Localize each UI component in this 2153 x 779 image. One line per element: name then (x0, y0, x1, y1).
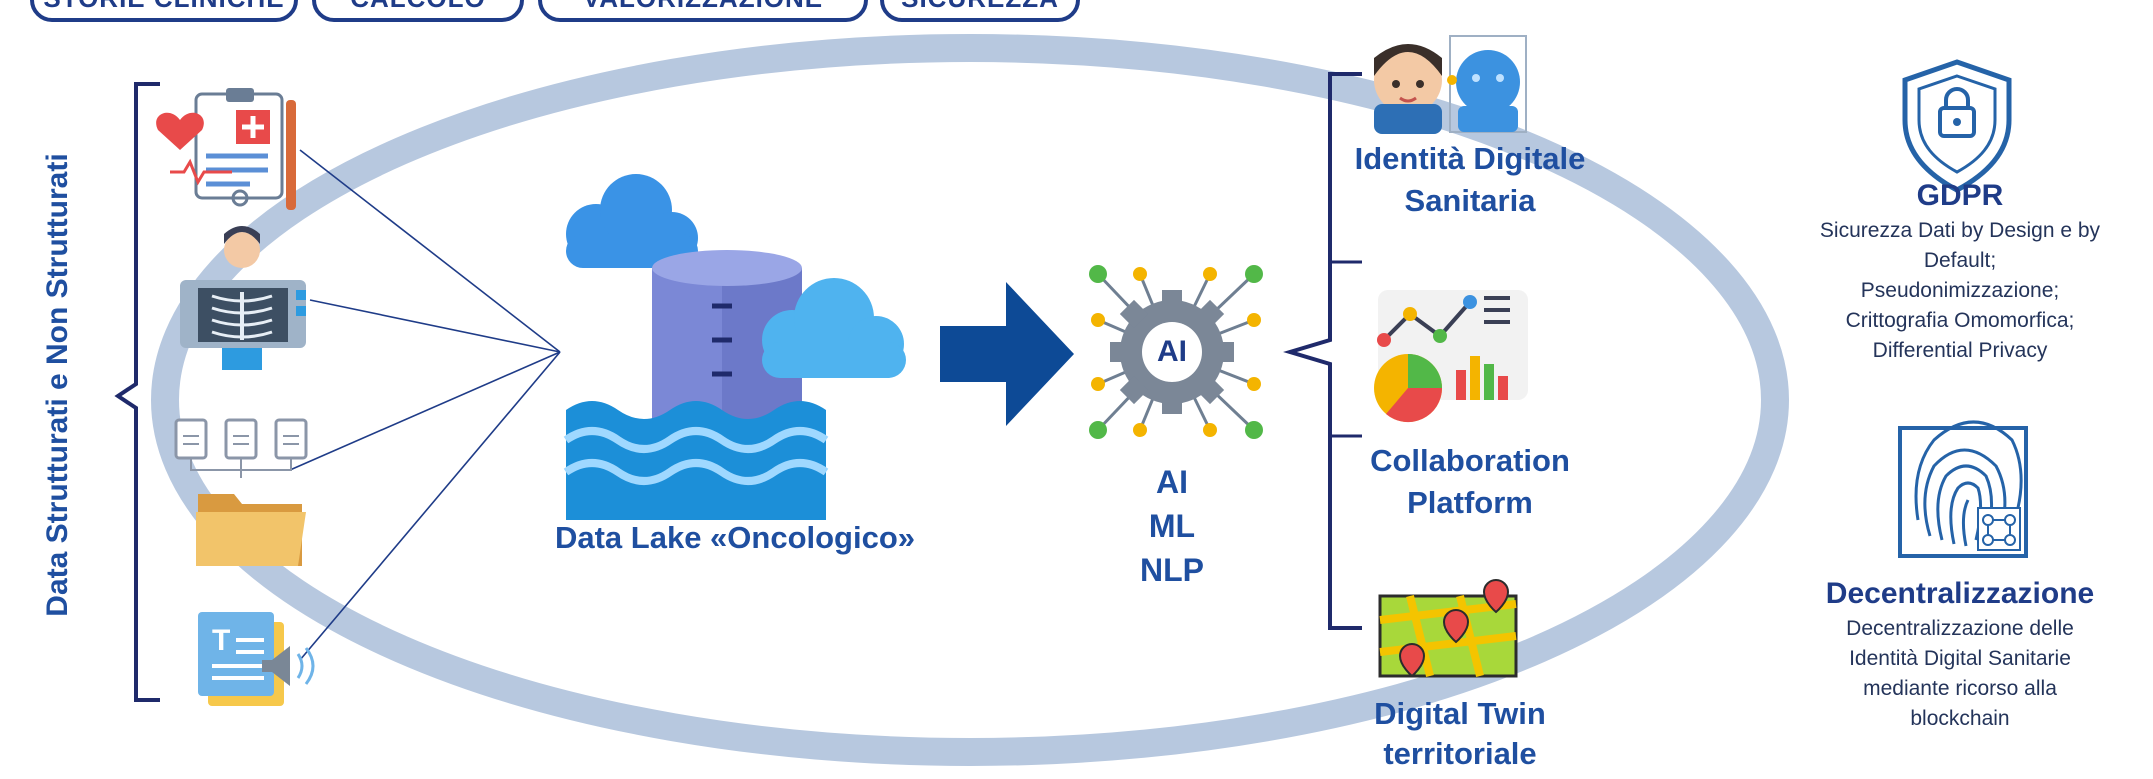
text-audio-icon: T (198, 612, 315, 706)
collaboration-title-line2: Platform (1407, 485, 1533, 520)
connector-lines (289, 149, 561, 661)
decentral-line-1: Decentralizzazione delle (1846, 617, 2074, 640)
ai-label: AI (1156, 464, 1188, 500)
identity-title-line2: Sanitaria (1404, 183, 1536, 218)
cloud-left-icon (566, 174, 698, 268)
cloud-right-icon (762, 278, 906, 378)
decentral-line-2: Identità Digital Sanitarie (1849, 647, 2071, 670)
decentral-line-4: blockchain (1910, 707, 2010, 730)
data-lake-label: Data Lake «Oncologico» (554, 520, 916, 555)
output-collaboration: Collaboration Platform (1340, 440, 1600, 524)
data-lake-icon (563, 174, 906, 520)
gdpr-title: GDPR (1916, 179, 2004, 212)
gdpr-line-2: Default; (1923, 249, 1997, 272)
output-digital-twin: Digital Twin territoriale (1330, 694, 1590, 774)
digital-twin-title-line1: Digital Twin (1374, 696, 1546, 731)
digital-identity-icon (1374, 35, 1527, 134)
gdpr-line-5: Differential Privacy (1872, 339, 2048, 362)
structured-data-label: Data Strutturati e Non Strutturati (41, 153, 74, 617)
flow-ellipse (151, 34, 1789, 766)
gdpr-block: GDPR Sicurezza Dati by Design e by Defau… (1790, 176, 2130, 366)
gdpr-line-3: Pseudonimizzazione; (1860, 279, 2060, 302)
shield-lock-icon (1902, 59, 2012, 193)
pill-valorizzazione: VALORIZZAZIONE (538, 0, 868, 22)
gdpr-line-4: Crittografia Omomorfica; (1845, 309, 2075, 332)
ai-ml-nlp-labels: AI ML NLP (1112, 460, 1232, 592)
pill-clinical: STORIE CLINICHE (30, 0, 298, 22)
analytics-charts-icon (1374, 290, 1528, 423)
fingerprint-icon (1898, 420, 2028, 558)
svg-text:T: T (212, 624, 230, 657)
ai-badge: AI (1157, 335, 1187, 368)
decentral-block: Decentralizzazione Decentralizzazione de… (1790, 574, 2130, 734)
ml-label: ML (1148, 508, 1196, 544)
digital-twin-title-line2: territoriale (1383, 736, 1537, 771)
xray-doctor-icon (180, 226, 306, 370)
process-arrow-icon (940, 282, 1074, 426)
output-identity: Identità Digitale Sanitaria (1320, 138, 1620, 222)
gdpr-line-1: Sicurezza Dati by Design e by (1819, 219, 2101, 242)
identity-title-line1: Identità Digitale (1354, 141, 1586, 176)
nlp-label: NLP (1140, 552, 1204, 588)
collaboration-title-line1: Collaboration (1370, 443, 1570, 478)
pill-sicurezza: SICUREZZA (880, 0, 1080, 22)
decentral-title: Decentralizzazione (1825, 577, 2095, 610)
ai-gear-icon (1089, 265, 1263, 439)
right-bracket (1283, 72, 1362, 630)
decentral-line-3: mediante ricorso alla (1863, 677, 2057, 700)
left-bracket (114, 82, 160, 702)
map-pins-icon (1378, 579, 1518, 678)
documents-folder-icon (174, 418, 308, 566)
medical-record-icon (156, 88, 296, 210)
